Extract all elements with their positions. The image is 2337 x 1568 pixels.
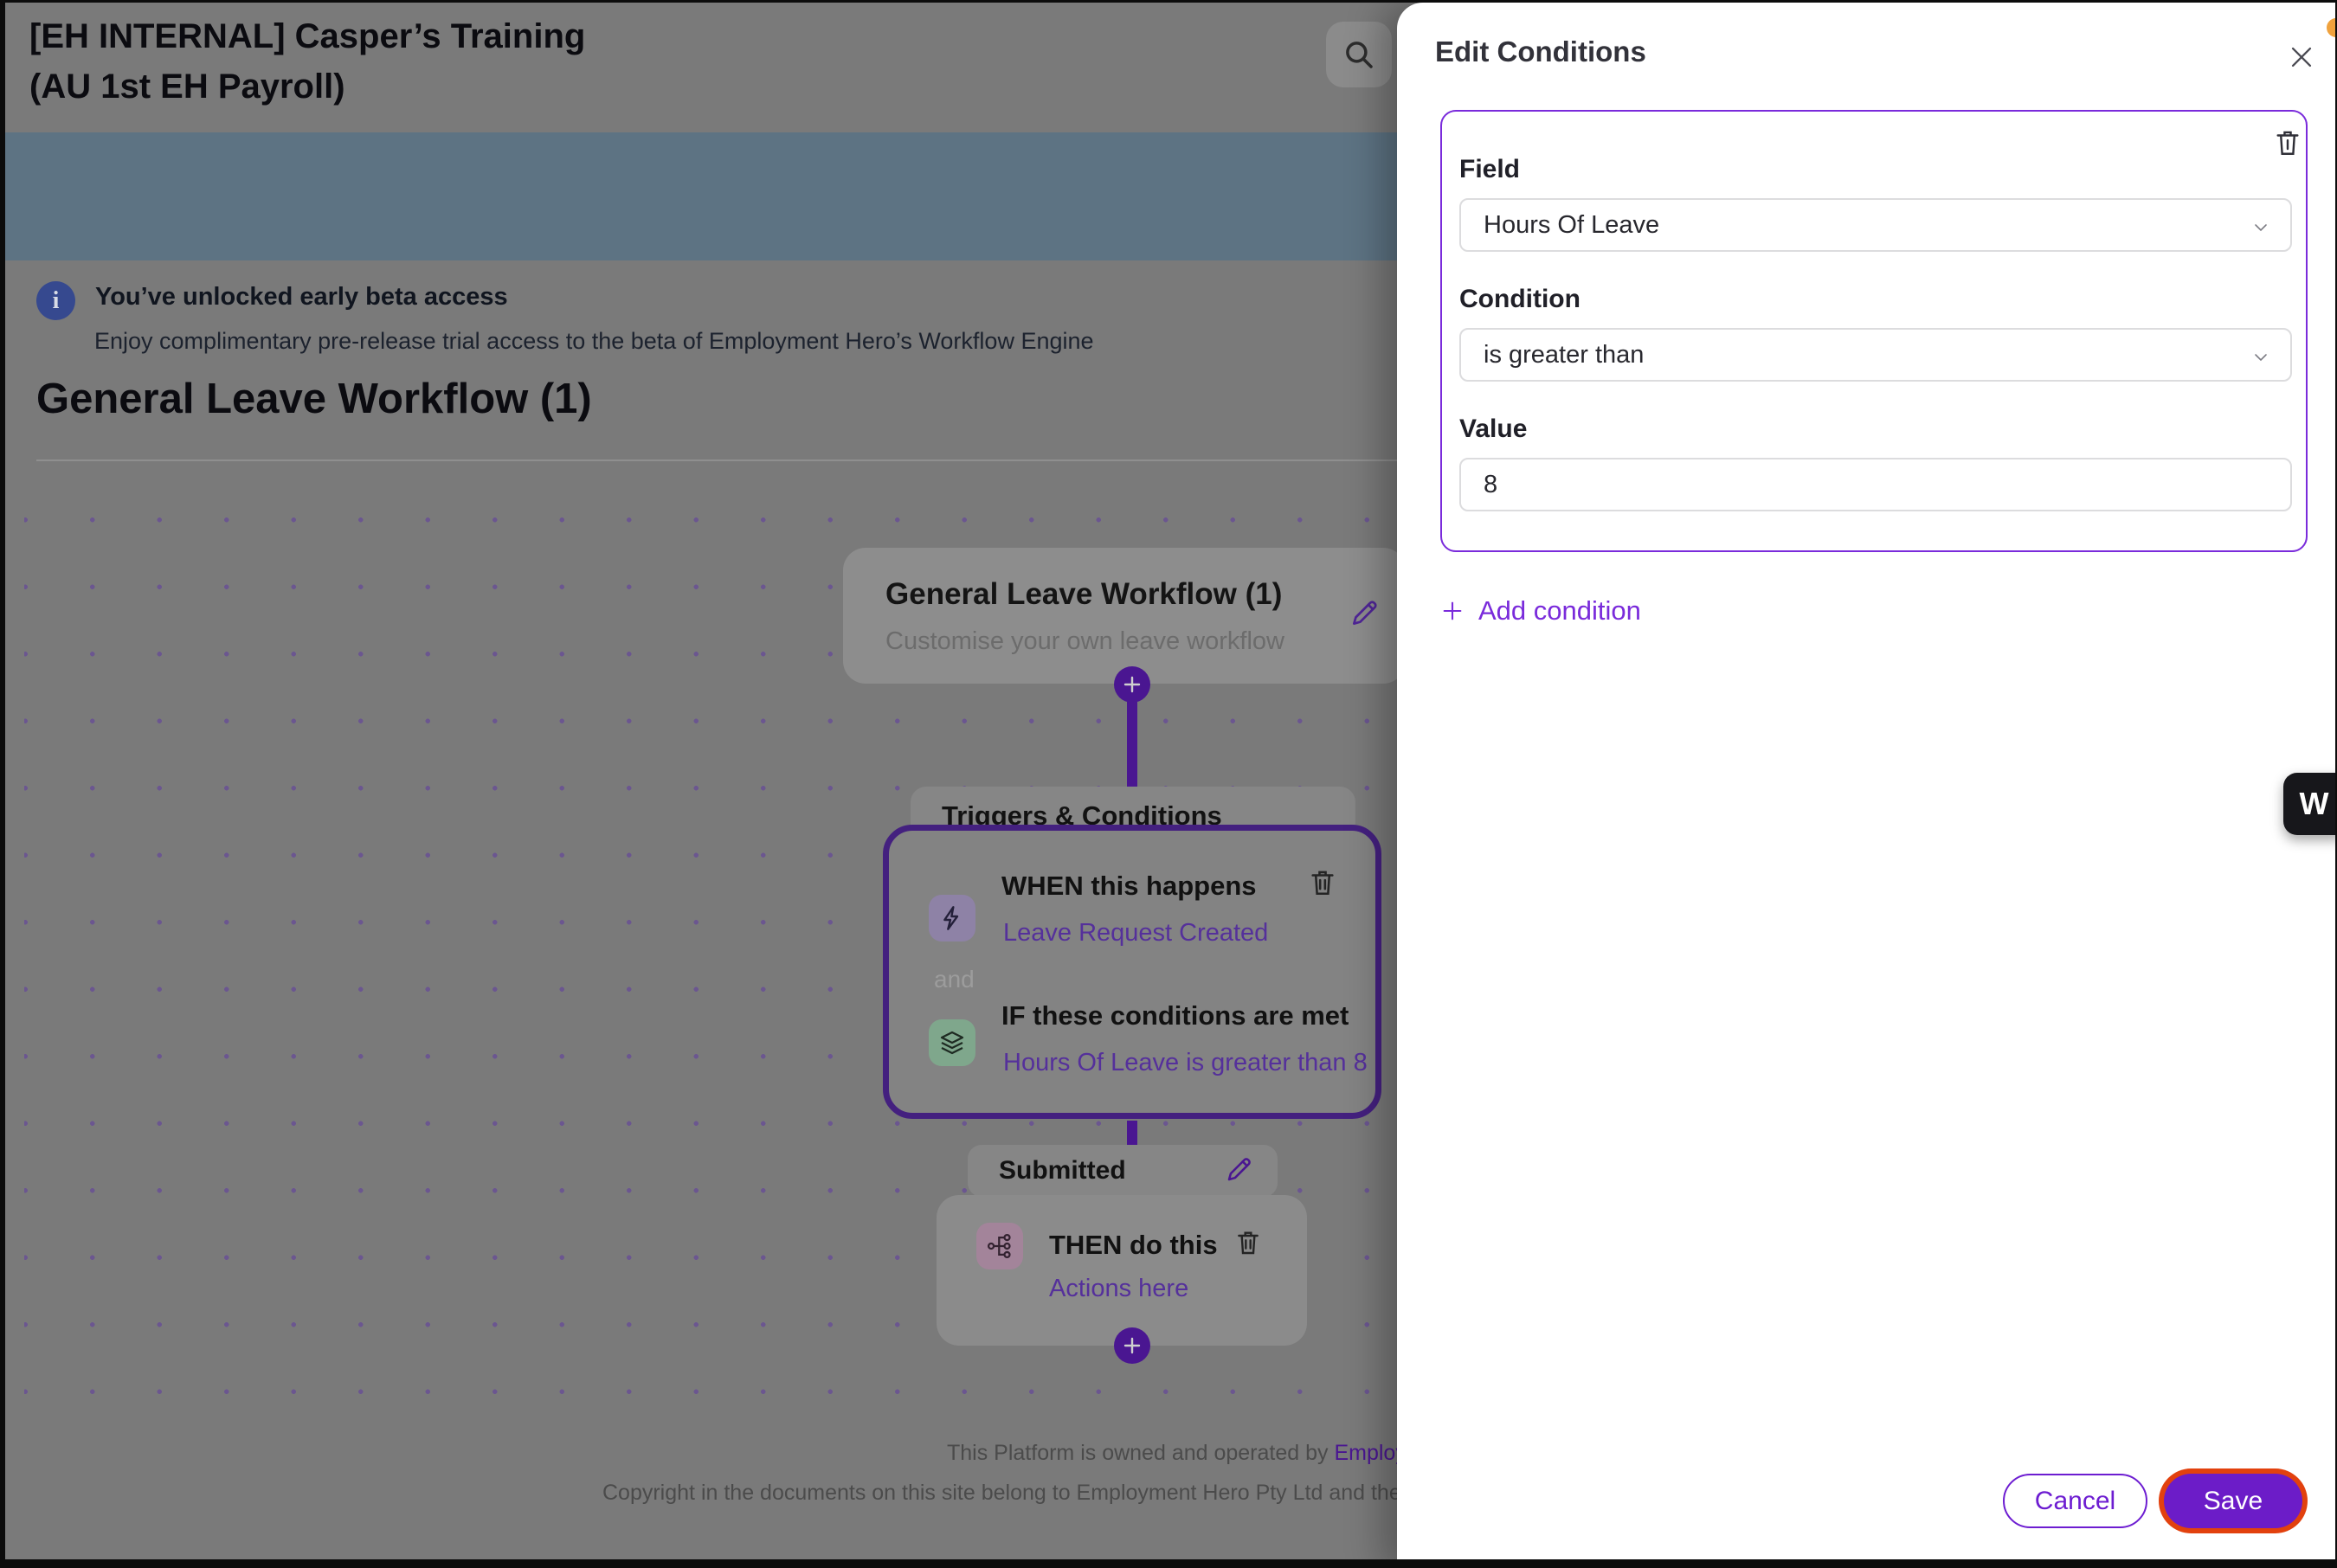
info-icon: i <box>36 281 75 320</box>
value-input[interactable]: 8 <box>1459 458 2292 511</box>
value-label: Value <box>1459 414 1528 443</box>
close-icon[interactable] <box>2287 42 2316 72</box>
trigger-bolt-icon <box>929 895 975 941</box>
page-title-line2: (AU 1st EH Payroll) <box>29 67 345 106</box>
action-node-tab[interactable]: Submitted <box>968 1145 1278 1197</box>
delete-action-icon[interactable] <box>1234 1228 1264 1259</box>
chevron-down-icon <box>2250 217 2271 238</box>
actions-flow-icon <box>976 1223 1023 1269</box>
add-condition-button[interactable]: Add condition <box>1440 591 1641 631</box>
footer-platform-text: This Platform is owned and operated by <box>947 1441 1335 1465</box>
condition-select[interactable]: is greater than <box>1459 328 2292 382</box>
workflow-heading: General Leave Workflow (1) <box>36 376 592 422</box>
heading-divider <box>36 459 1397 461</box>
save-button[interactable]: Save <box>2164 1474 2302 1528</box>
if-value-link[interactable]: Hours Of Leave is greater than 8 <box>1003 1049 1368 1076</box>
search-icon <box>1341 36 1377 73</box>
delete-condition-icon[interactable] <box>2273 127 2302 158</box>
field-select-value: Hours Of Leave <box>1484 210 1660 239</box>
footer-copyright-line: Copyright in the documents on this site … <box>602 1481 1502 1505</box>
add-node-button[interactable] <box>1114 666 1150 703</box>
footer-platform-line: This Platform is owned and operated by E… <box>947 1441 1454 1466</box>
and-label: and <box>934 966 975 993</box>
actions-here-link[interactable]: Actions here <box>1049 1275 1189 1302</box>
banner-title: You’ve unlocked early beta access <box>95 283 508 311</box>
triggers-node-card[interactable]: WHEN this happens Leave Request Created … <box>883 825 1381 1119</box>
value-input-text: 8 <box>1484 470 1498 498</box>
action-tab-label: Submitted <box>999 1156 1126 1185</box>
when-value-link[interactable]: Leave Request Created <box>1003 919 1269 947</box>
banner-subtitle: Enjoy complimentary pre-release trial ac… <box>94 328 1094 354</box>
chevron-down-icon <box>2250 347 2271 368</box>
add-action-button[interactable] <box>1114 1327 1150 1364</box>
if-title: IF these conditions are met <box>1001 1000 1349 1031</box>
plus-icon <box>1440 599 1465 623</box>
when-title: WHEN this happens <box>1001 871 1257 901</box>
condition-select-value: is greater than <box>1484 340 1645 369</box>
edit-conditions-panel: Edit Conditions Field Hours Of Leave Con… <box>1397 3 2335 1559</box>
condition-label: Condition <box>1459 285 1581 313</box>
notification-dot <box>2327 18 2335 37</box>
edit-action-tab-pencil-icon[interactable] <box>1224 1154 1255 1185</box>
conditions-layers-icon <box>929 1019 975 1066</box>
field-label: Field <box>1459 155 1521 183</box>
search-button[interactable] <box>1326 22 1392 87</box>
workflow-card-title: General Leave Workflow (1) <box>885 577 1283 611</box>
action-node-card[interactable]: THEN do this Actions here <box>937 1195 1307 1346</box>
delete-trigger-icon[interactable] <box>1308 867 1337 898</box>
edit-pencil-icon[interactable] <box>1349 596 1381 629</box>
then-title: THEN do this <box>1049 1230 1218 1260</box>
w-widget-button[interactable]: W <box>2283 773 2335 835</box>
add-condition-label: Add condition <box>1478 595 1641 626</box>
panel-title: Edit Conditions <box>1435 35 1646 67</box>
workflow-root-card[interactable]: General Leave Workflow (1) Customise you… <box>843 548 1406 684</box>
condition-card: Field Hours Of Leave Condition is greate… <box>1440 110 2308 552</box>
field-select[interactable]: Hours Of Leave <box>1459 198 2292 252</box>
workflow-card-subtitle: Customise your own leave workflow <box>885 627 1284 655</box>
cancel-button[interactable]: Cancel <box>2003 1474 2147 1528</box>
page-title: [EH INTERNAL] Casper’s Training (AU 1st … <box>29 11 653 112</box>
page-title-line1: [EH INTERNAL] Casper’s Training <box>29 17 586 55</box>
